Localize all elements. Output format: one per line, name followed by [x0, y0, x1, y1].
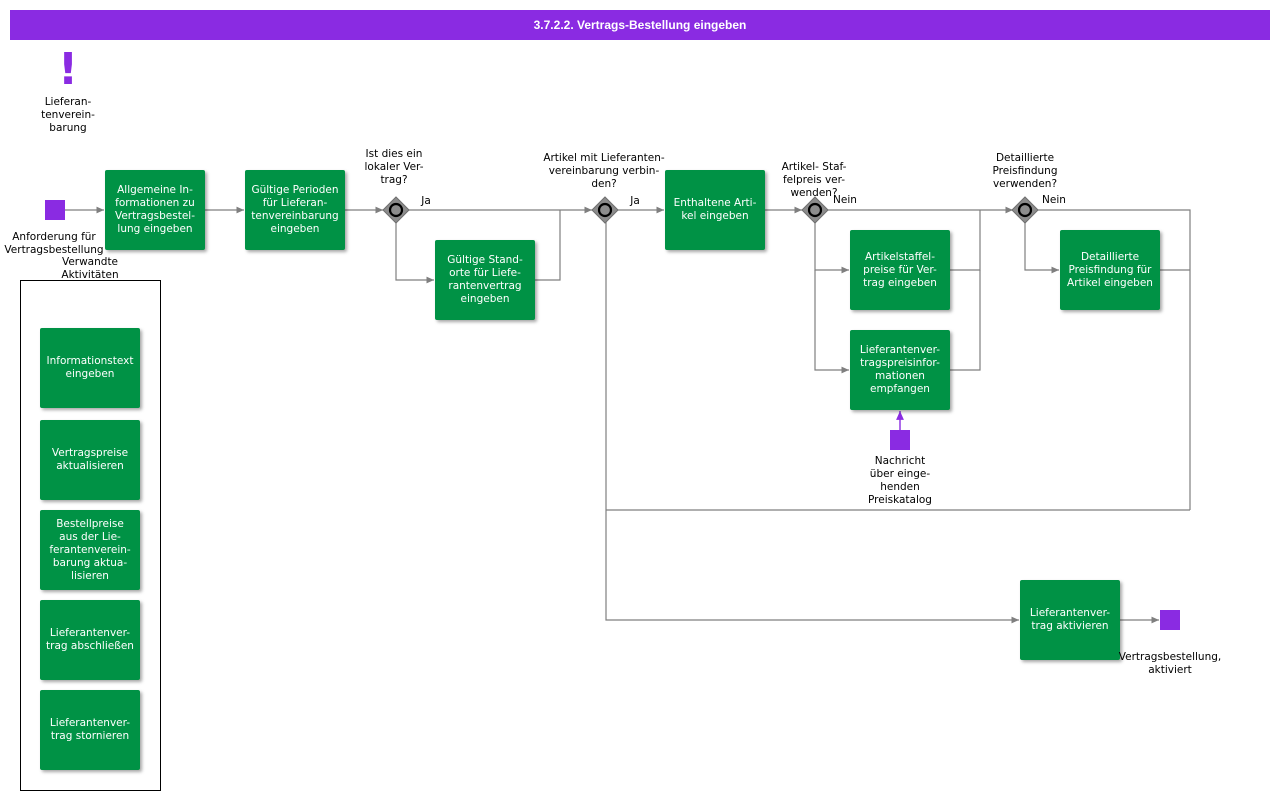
flow-g3-to-preisinfo [814, 270, 849, 374]
related-task-informationstext[interactable]: Informationstext eingeben [40, 328, 140, 408]
task-artikelstaffelpreise[interactable]: Artikelstaffel- preise für Ver- trag ein… [850, 230, 950, 310]
gateway-staffelpreis-verwenden-flow-label: Nein [833, 194, 857, 206]
task-gueltige-perioden[interactable]: Gültige Perioden für Lieferan- tenverein… [245, 170, 345, 250]
end-event-label: Vertragsbestellung, aktiviert [1118, 651, 1222, 676]
start-event-label: Anforderung für Vertragsbestellung [4, 231, 104, 256]
flow-staffelpreise-to-merge [950, 210, 981, 271]
gateway-artikel-verbinden-question: Artikel mit Lieferanten- vereinbarung ve… [543, 152, 665, 190]
gateway-preisfindung-verwenden-question: Detaillierte Preisfindung verwenden? [992, 152, 1058, 190]
alert-label: Lieferan- tenverein- barung [41, 96, 95, 134]
related-task-bestellpreise[interactable]: Bestellpreise aus der Lie- ferantenverei… [40, 510, 140, 590]
end-event[interactable] [1160, 610, 1180, 630]
gateway-artikel-verbinden[interactable] [591, 196, 619, 224]
related-task-vertragspreise[interactable]: Vertragspreise aktualisieren [40, 420, 140, 500]
gateway-staffelpreis-verwenden[interactable] [801, 196, 829, 224]
task-allgemeine-informationen[interactable]: Allgemeine In- formationen zu Vertragsbe… [105, 170, 205, 250]
gateway-preisfindung-verwenden-flow-label: Nein [1042, 194, 1066, 206]
flow-g3-to-staffelpreise [814, 222, 849, 274]
flow-g1-to-standorte [395, 222, 434, 284]
gateway-lokaler-vertrag[interactable] [382, 196, 410, 224]
message-event[interactable] [890, 430, 910, 450]
flow-preisinfo-to-merge [950, 270, 981, 371]
related-activities-title: Verwandte Aktivitäten [61, 256, 119, 281]
gateway-staffelpreis-verwenden-question: Artikel- Staf- felpreis ver- wenden? [781, 161, 847, 199]
exclamation-icon: ! [58, 44, 79, 95]
task-preisinformationen-empfangen[interactable]: Lieferantenver- tragspreisinfor- matione… [850, 330, 950, 410]
related-task-stornieren[interactable]: Lieferantenver- trag stornieren [40, 690, 140, 770]
task-lieferantenvertrag-aktivieren[interactable]: Lieferantenver- trag aktivieren [1020, 580, 1120, 660]
diagram-title: 3.7.2.2. Vertrags-Bestellung eingeben [10, 10, 1270, 40]
start-event[interactable] [45, 200, 65, 220]
gateway-artikel-verbinden-flow-label: Ja [630, 195, 640, 207]
gateway-lokaler-vertrag-flow-label: Ja [421, 195, 431, 207]
flow-standorte-to-merge [535, 210, 561, 281]
task-detaillierte-preisfindung[interactable]: Detaillierte Preisfindung für Artikel ei… [1060, 230, 1160, 310]
gateway-preisfindung-verwenden[interactable] [1011, 196, 1039, 224]
flow-g4-nein-right [1037, 209, 1191, 510]
task-gueltige-standorte[interactable]: Gültige Stand- orte für Liefe- rantenver… [435, 240, 535, 320]
flow-g2-bypass [605, 222, 1019, 624]
message-event-label: Nachricht über einge- henden Preiskatalo… [868, 455, 932, 506]
task-enthaltene-artikel[interactable]: Enthaltene Arti- kel eingeben [665, 170, 765, 250]
flow-g4-to-preisfindung [1024, 222, 1059, 274]
related-task-abschliessen[interactable]: Lieferantenver- trag abschließen [40, 600, 140, 680]
gateway-lokaler-vertrag-question: Ist dies ein lokaler Ver- trag? [364, 148, 424, 186]
